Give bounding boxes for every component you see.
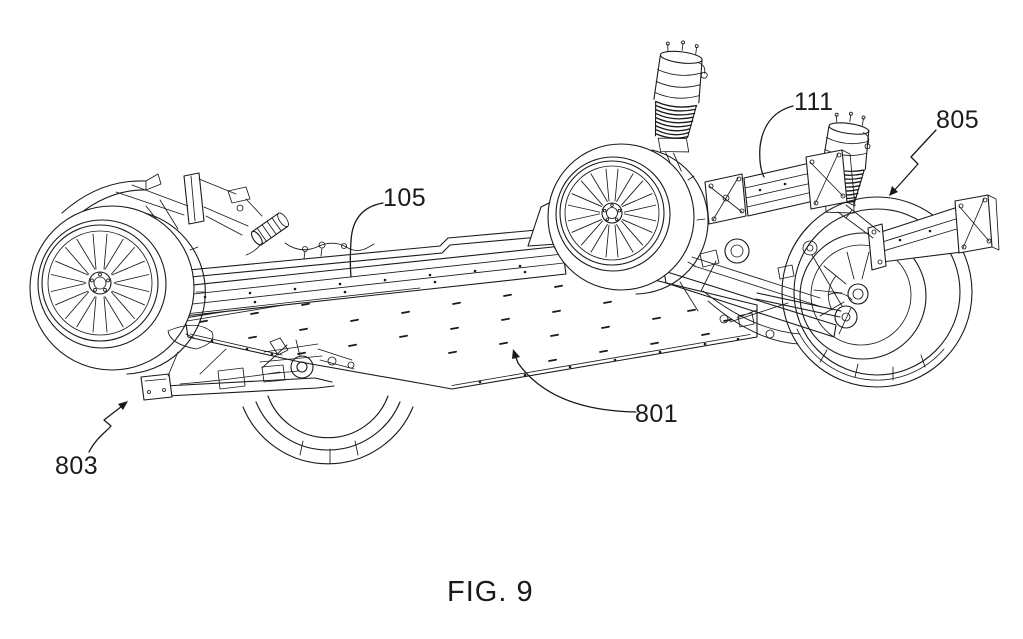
floor-fasteners: [199, 268, 740, 384]
front-subframe: [140, 324, 335, 401]
leader-105: [349, 202, 384, 278]
rear-rail-right: [867, 194, 1000, 271]
rear-rail-left: [704, 162, 881, 239]
figure-caption: FIG. 9: [447, 576, 534, 608]
steering-component: [245, 212, 375, 260]
front-right-hub: [259, 337, 355, 379]
arrowhead-801: [512, 349, 520, 359]
ref-label-803: 803: [55, 452, 99, 480]
air-spring-mount-plate: [805, 149, 856, 210]
ref-label-111: 111: [794, 88, 834, 116]
rear-subframe: [663, 238, 858, 345]
air-spring-left: [653, 40, 708, 173]
front-suspension-tower: [61, 172, 263, 236]
arrowhead-805: [889, 186, 898, 196]
front-left-wheel: [29, 205, 206, 375]
leader-lines: [88, 105, 937, 453]
leader-803: [88, 402, 127, 453]
leader-805: [891, 129, 937, 194]
ref-label-805: 805: [936, 106, 980, 134]
front-right-wheel: [242, 395, 414, 465]
rear-left-wheel: [547, 143, 709, 295]
ref-label-105: 105: [383, 184, 427, 212]
arrowhead-803: [118, 401, 128, 410]
leader-111: [759, 105, 794, 178]
ref-label-801: 801: [635, 400, 679, 428]
leader-801: [513, 351, 637, 413]
